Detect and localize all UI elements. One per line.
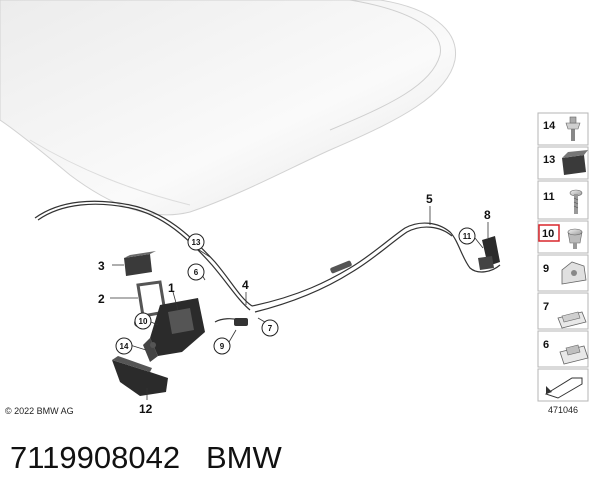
callout-label: 10	[139, 317, 148, 326]
bolt-14-icon	[565, 116, 581, 141]
side-row-number: 7	[543, 301, 549, 313]
screw-11-icon	[569, 189, 583, 214]
side-row-number: 9	[543, 263, 549, 275]
part-1-hood-lock	[143, 298, 205, 362]
callout-12: 12	[139, 402, 153, 416]
nut-14-in-diagram	[150, 342, 156, 348]
callout-1: 1	[168, 281, 175, 295]
callout-label: 4	[242, 278, 249, 292]
copyright-text: © 2022 BMW AG	[5, 406, 74, 416]
side-row-11: 11	[537, 180, 589, 220]
callout-label: 7	[268, 324, 273, 333]
part-8-holder	[478, 236, 500, 270]
clip-7-icon	[557, 311, 587, 329]
callout-6: 6	[187, 263, 205, 281]
side-row-number: 14	[543, 120, 556, 132]
callout-label: 13	[192, 238, 201, 247]
callout-10: 10	[134, 312, 152, 330]
part-3-bracket	[124, 251, 156, 276]
side-row-9: 9	[537, 254, 589, 292]
callout-8: 8	[484, 208, 491, 222]
cable-connector	[330, 260, 352, 274]
callout-5: 5	[426, 192, 433, 206]
side-row-7: 7	[537, 292, 589, 330]
footer-part-line: 7119908042 BMW	[10, 440, 282, 476]
side-row-number: 6	[543, 339, 549, 351]
callout-4: 4	[242, 278, 249, 292]
callout-9: 9	[213, 337, 231, 355]
side-row-number: 13	[543, 154, 555, 166]
callout-label: 12	[139, 402, 153, 416]
highlight-box	[538, 224, 560, 242]
side-row-number: 10	[542, 228, 554, 240]
cable-end-piece	[234, 318, 248, 326]
side-row-number: 11	[543, 191, 555, 203]
side-row-14: 14	[537, 112, 589, 146]
callout-2: 2	[98, 292, 105, 306]
clip-6-icon	[559, 344, 589, 365]
callout-label: 3	[98, 259, 105, 273]
footer-spacer	[180, 440, 206, 475]
callout-label: 1	[168, 281, 175, 295]
side-row-10: 10	[537, 220, 589, 254]
callout-14: 14	[115, 337, 133, 355]
diagram-id: 471046	[548, 405, 578, 415]
leader-lines	[110, 206, 489, 400]
callout-13: 13	[187, 233, 205, 251]
clip-13-icon	[562, 150, 588, 175]
diagram-overview-arrow	[537, 368, 589, 402]
callout-7: 7	[261, 319, 279, 337]
side-row-13: 13	[537, 146, 589, 180]
callout-label: 2	[98, 292, 105, 306]
hood-illustration	[0, 0, 457, 216]
part-number: 7119908042	[10, 440, 181, 475]
callout-label: 5	[426, 192, 433, 206]
callout-3: 3	[98, 259, 105, 273]
callout-label: 8	[484, 208, 491, 222]
side-row-6: 6	[537, 330, 589, 368]
callout-label: 11	[463, 232, 472, 241]
callout-11: 11	[458, 227, 476, 245]
part-12-lower-guide	[112, 356, 168, 396]
nut-9-icon	[561, 261, 587, 285]
brand-name: BMW	[205, 440, 282, 475]
callout-label: 14	[120, 342, 129, 351]
callout-label: 6	[194, 268, 199, 277]
bolt-10-icon	[567, 228, 583, 249]
callout-label: 9	[220, 342, 225, 351]
side-parts-panel: 14 13 11	[537, 112, 589, 415]
release-cable	[34, 200, 501, 323]
